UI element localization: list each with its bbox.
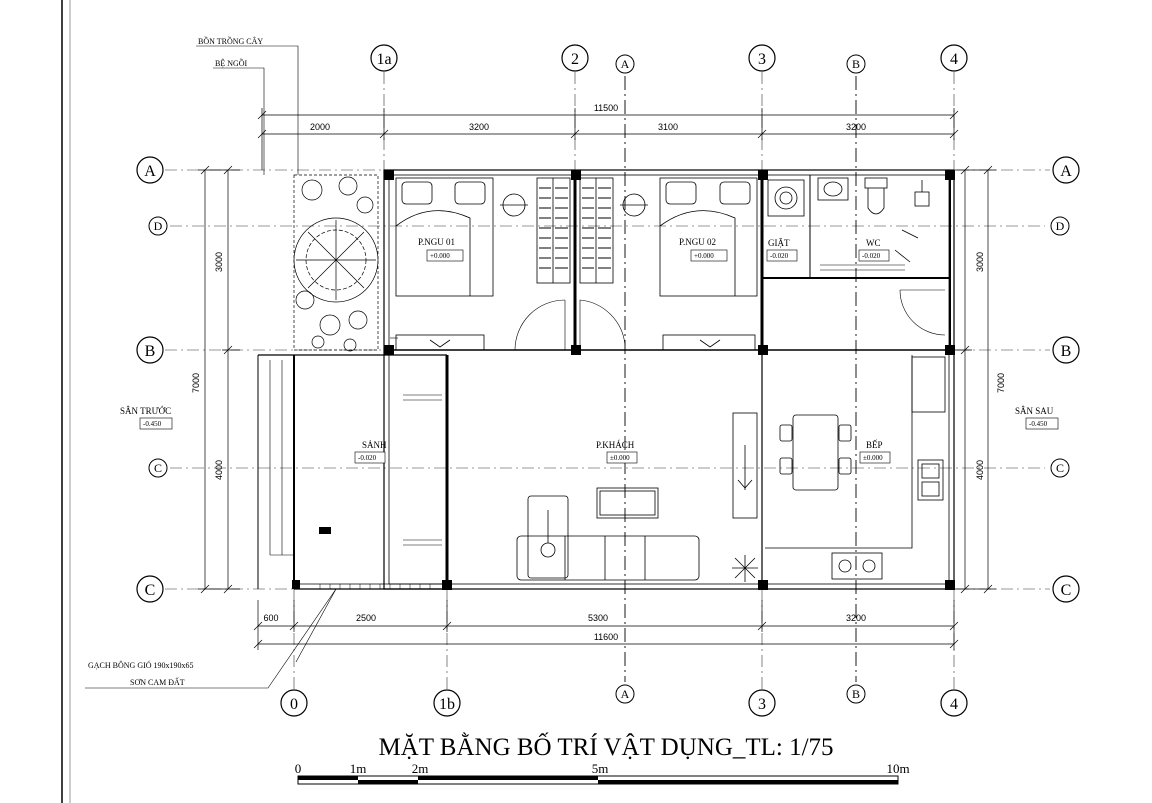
axis-top-3: 3	[758, 51, 766, 68]
bed-01	[395, 177, 494, 351]
dimension-lines-top	[257, 108, 959, 170]
dim-right-2: 7000	[996, 373, 1006, 393]
room-name-wc: WC	[866, 238, 881, 248]
scale-tick-5m: 5m	[592, 761, 609, 776]
room-name-san-truoc: SÂN TRƯỚC	[120, 406, 171, 416]
section-b-top: B	[852, 57, 860, 71]
room-level-san-truoc: -0.450	[143, 420, 162, 428]
room-name-sanh: SẢNH	[362, 440, 387, 450]
axis-left-a: A	[144, 163, 156, 180]
drawing-title: MẶT BẰNG BỐ TRÍ VẬT DỤNG_TL: 1/75	[378, 732, 833, 761]
washing-machine	[767, 179, 805, 217]
sofa	[516, 495, 700, 581]
room-labels: P.NGU 01 +0.000 P.NGU 02 +0.000 GIẶT -0.…	[120, 237, 1059, 464]
note-planter: BỒN TRỒNG CÂY	[198, 36, 263, 46]
dim-top-3: 3100	[658, 122, 678, 132]
room-level-wc: -0.020	[862, 252, 881, 260]
room-name-png1: P.NGU 01	[418, 237, 455, 247]
dimension-lines-sides	[198, 165, 996, 594]
wc-fixtures	[817, 177, 930, 263]
section-markers: A B A B	[615, 54, 866, 704]
axis-right-b: B	[1061, 343, 1072, 360]
room-level-khach: ±0.000	[610, 454, 630, 462]
room-name-bep: BẾP	[866, 440, 883, 450]
axis-right-c: C	[1061, 582, 1072, 599]
coffee-table	[596, 487, 659, 519]
axis-bottom-1b: 1b	[439, 696, 455, 713]
room-name-png2: P.NGU 02	[679, 237, 716, 247]
axis-bubbles-bottom: 0 1b 3 4	[280, 689, 968, 717]
room-name-khach: P.KHÁCH	[596, 440, 635, 450]
axis-top-2: 2	[571, 51, 579, 68]
section-lines	[624, 76, 857, 682]
dim-top-total: 11500	[594, 103, 618, 113]
dim-top-1: 2000	[310, 122, 330, 132]
axis-left-d: D	[154, 219, 163, 233]
planter-tree-icon	[293, 174, 379, 352]
room-level-png2: +0.000	[694, 252, 714, 260]
axis-right-c-mid: C	[1056, 461, 1064, 475]
kitchen-counter	[765, 355, 946, 580]
bed-02	[659, 177, 758, 351]
tv-cabinet	[732, 412, 758, 519]
note-bench: BỆ NGỒI	[215, 58, 248, 68]
section-b-bottom: B	[852, 687, 860, 701]
room-level-png1: +0.000	[430, 252, 450, 260]
nightstand-01	[500, 193, 528, 217]
wardrobe-02	[579, 177, 614, 284]
dim-bottom-1: 600	[263, 613, 278, 623]
dim-top-4: 3200	[846, 122, 866, 132]
note-leaders	[85, 45, 337, 689]
dim-left-1: 3000	[214, 252, 224, 272]
room-level-giat: -0.020	[770, 252, 789, 260]
scale-tick-0: 0	[295, 761, 302, 776]
scale-tick-10m: 10m	[886, 761, 909, 776]
axis-top-4: 4	[950, 51, 958, 68]
scale-bar	[297, 775, 899, 785]
dim-right-3: 4000	[975, 460, 985, 480]
scale-tick-2m: 2m	[412, 761, 429, 776]
room-name-san-sau: SÂN SAU	[1015, 406, 1054, 416]
potted-plant-icon	[732, 555, 758, 582]
room-level-sanh: -0.020	[358, 454, 377, 462]
dim-bottom-2: 2500	[356, 613, 376, 623]
axis-bottom-3: 3	[758, 696, 766, 713]
axis-right-a: A	[1060, 163, 1072, 180]
axis-top-1a: 1a	[376, 51, 391, 68]
wardrobe-01	[536, 177, 571, 284]
dim-left-3: 4000	[214, 460, 224, 480]
room-name-giat: GIẶT	[768, 238, 790, 248]
dim-top-2: 3200	[469, 122, 489, 132]
axis-bubbles-top: 1a 2 3 4	[370, 44, 968, 72]
room-level-bep: ±0.000	[863, 454, 883, 462]
nightstand-02	[620, 193, 648, 217]
doors	[390, 264, 946, 546]
columns	[292, 170, 955, 590]
section-a-top: A	[621, 57, 630, 71]
walls	[257, 169, 955, 590]
axis-bubbles-right: A D B C C	[1050, 156, 1080, 603]
scale-tick-1m: 1m	[350, 761, 367, 776]
axis-right-d: D	[1056, 219, 1065, 233]
dim-bottom-4: 3200	[846, 613, 866, 623]
note-breeze-block: GẠCH BÔNG GIÓ 190x190x65	[88, 660, 194, 670]
section-a-bottom: A	[621, 687, 630, 701]
axis-bubbles-left: A D B C C	[136, 156, 168, 603]
dim-right-1: 3000	[975, 252, 985, 272]
room-level-san-sau: -0.450	[1029, 420, 1048, 428]
dim-bottom-3: 5300	[588, 613, 608, 623]
dim-bottom-total: 11600	[594, 632, 618, 642]
note-paint: SƠN CAM ĐẤT	[130, 677, 185, 687]
breeze-block-strip	[319, 584, 431, 589]
axis-bottom-0: 0	[290, 696, 298, 713]
axis-left-c-mid: C	[154, 461, 162, 475]
axis-left-c: C	[145, 582, 156, 599]
dining-table	[779, 414, 852, 491]
axis-left-b: B	[145, 343, 156, 360]
axis-bottom-4: 4	[950, 696, 958, 713]
dim-left-2: 7000	[191, 373, 201, 393]
dimension-lines-bottom	[253, 600, 959, 650]
louvre-hatch	[539, 187, 611, 269]
